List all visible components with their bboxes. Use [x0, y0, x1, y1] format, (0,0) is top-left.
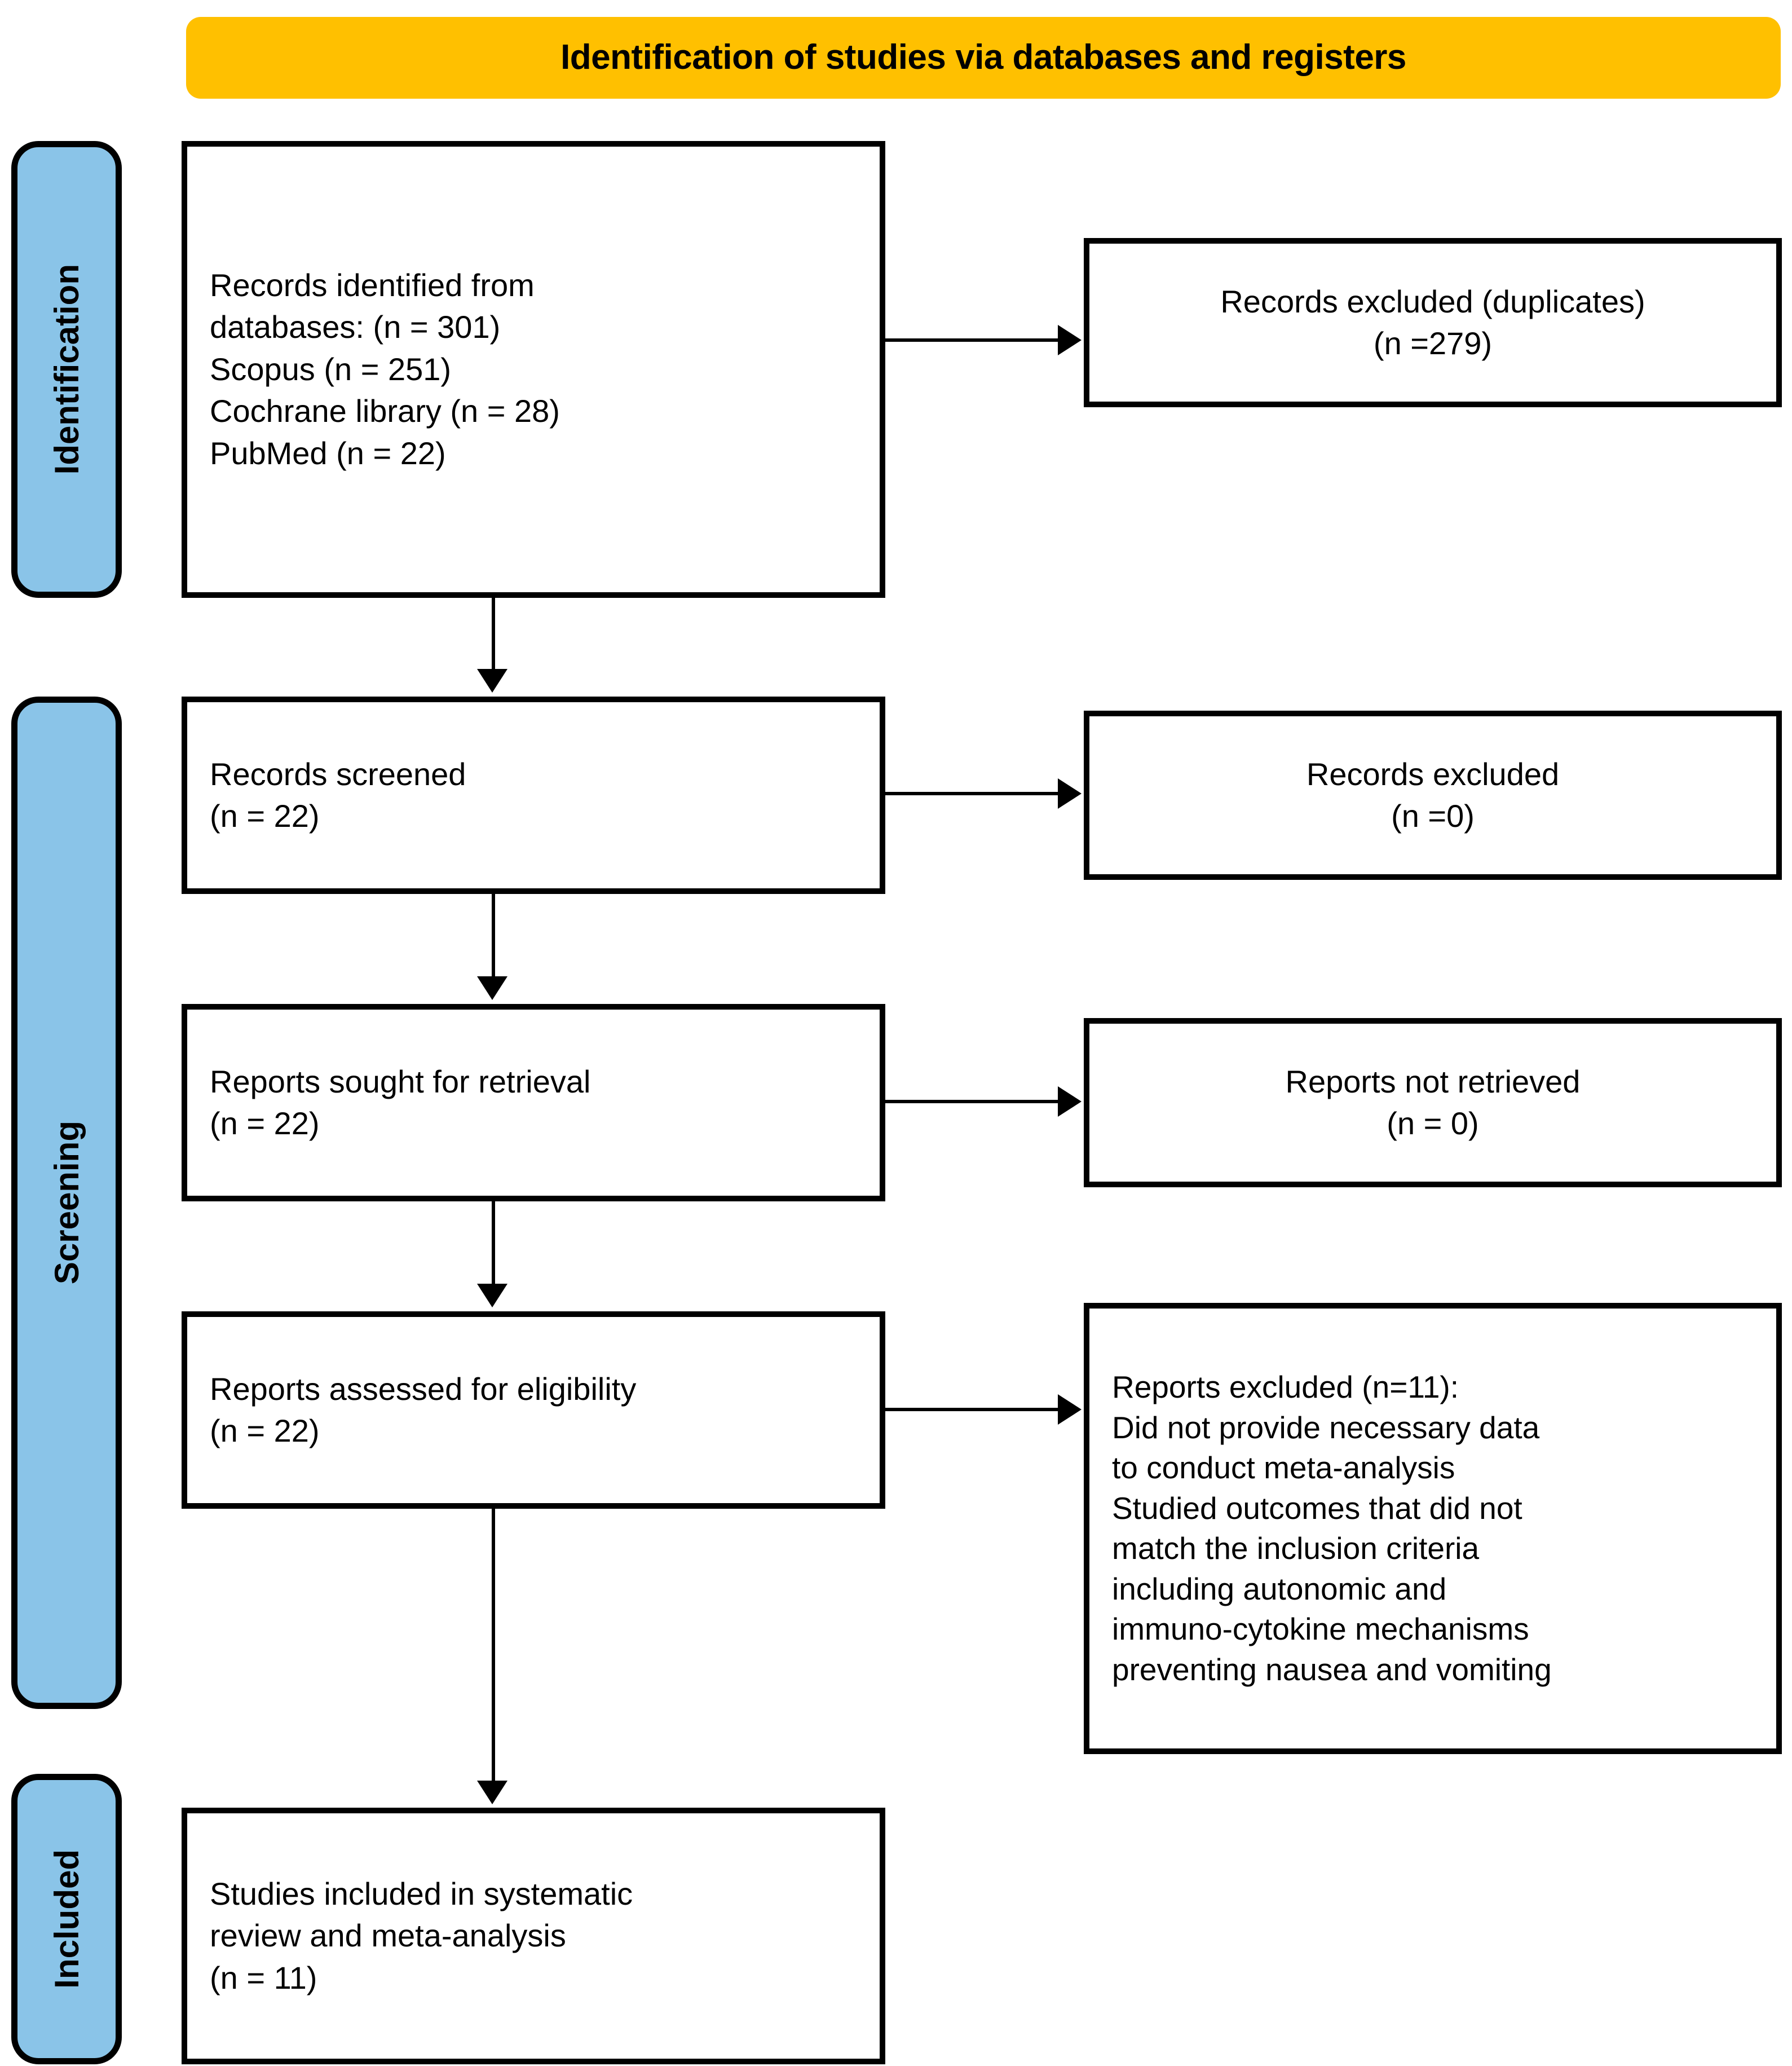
diagram-title: Identification of studies via databases …	[560, 38, 1406, 77]
box-records-excluded-duplicates: Records excluded (duplicates) (n =279)	[1084, 238, 1782, 407]
connector-sought-to-not-retrieved	[885, 1100, 1060, 1103]
stage-sidebar-identification: Identification	[11, 141, 122, 598]
box-reports-excluded-text: Reports excluded (n=11): Did not provide…	[1112, 1369, 1552, 1687]
box-records-screened: Records screened (n = 22)	[182, 697, 885, 894]
box-reports-not-retrieved-text: Reports not retrieved (n = 0)	[1285, 1063, 1581, 1141]
connector-sought-to-assessed	[492, 1201, 495, 1287]
connector-screened-to-records-excluded	[885, 792, 1060, 795]
stage-label-included: Included	[47, 1849, 86, 1989]
box-records-excluded-duplicates-text: Records excluded (duplicates) (n =279)	[1220, 283, 1645, 361]
arrowhead-right-icon	[1058, 1086, 1082, 1117]
connector-identified-to-screened	[492, 598, 495, 672]
box-reports-sought-for-retrieval: Reports sought for retrieval (n = 22)	[182, 1004, 885, 1201]
arrowhead-down-icon	[477, 1781, 507, 1804]
stage-label-screening: Screening	[47, 1121, 86, 1285]
box-studies-included-text: Studies included in systematic review an…	[210, 1875, 633, 1995]
box-reports-assessed-for-eligibility: Reports assessed for eligibility (n = 22…	[182, 1311, 885, 1509]
connector-identified-to-duplicates	[885, 338, 1060, 342]
diagram-header-banner: Identification of studies via databases …	[186, 17, 1781, 99]
arrowhead-down-icon	[477, 976, 507, 1000]
connector-assessed-to-reports-excluded	[885, 1408, 1060, 1411]
arrowhead-right-icon	[1058, 778, 1082, 809]
box-reports-excluded: Reports excluded (n=11): Did not provide…	[1084, 1303, 1782, 1754]
stage-sidebar-screening: Screening	[11, 697, 122, 1709]
box-reports-not-retrieved: Reports not retrieved (n = 0)	[1084, 1018, 1782, 1187]
box-reports-sought-for-retrieval-text: Reports sought for retrieval (n = 22)	[210, 1063, 591, 1141]
box-records-screened-text: Records screened (n = 22)	[210, 756, 466, 834]
box-records-excluded-text: Records excluded (n =0)	[1306, 756, 1560, 834]
connector-screened-to-sought	[492, 894, 495, 980]
arrowhead-right-icon	[1058, 325, 1082, 355]
box-studies-included: Studies included in systematic review an…	[182, 1808, 885, 2064]
box-reports-assessed-for-eligibility-text: Reports assessed for eligibility (n = 22…	[210, 1371, 637, 1448]
box-records-identified: Records identified from databases: (n = …	[182, 141, 885, 598]
arrowhead-down-icon	[477, 669, 507, 693]
arrowhead-down-icon	[477, 1284, 507, 1307]
arrowhead-right-icon	[1058, 1394, 1082, 1425]
stage-sidebar-included: Included	[11, 1774, 122, 2064]
stage-label-identification: Identification	[47, 264, 86, 475]
box-records-excluded: Records excluded (n =0)	[1084, 711, 1782, 880]
box-records-identified-text: Records identified from databases: (n = …	[210, 267, 560, 471]
connector-assessed-to-included	[492, 1509, 495, 1784]
